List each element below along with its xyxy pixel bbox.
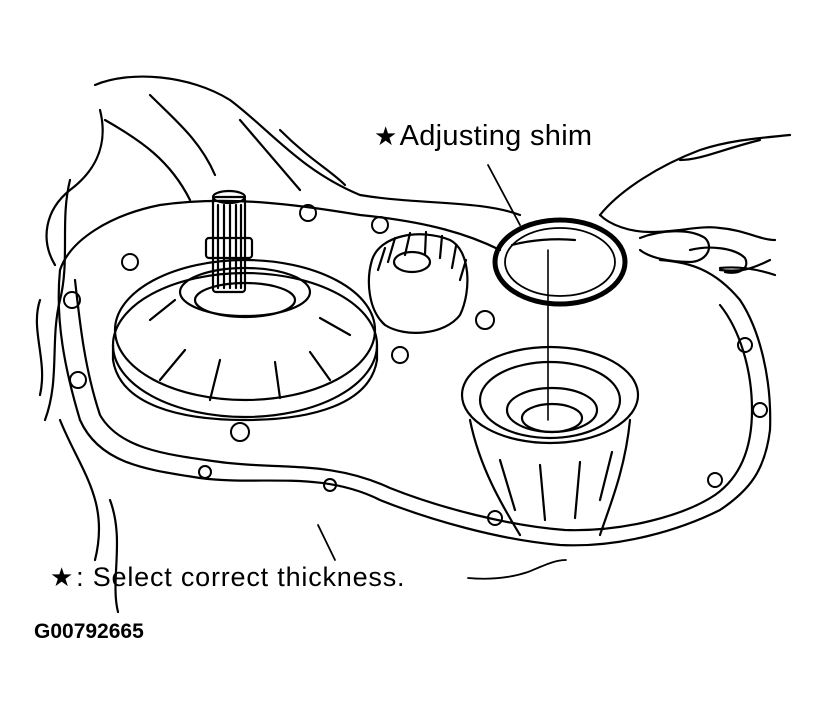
flange-bolts	[63, 204, 768, 526]
case-flange	[57, 199, 772, 547]
bearing-bore	[460, 345, 640, 537]
leader-lines	[317, 164, 567, 580]
star-icon: ★	[374, 121, 398, 151]
figure-id: G00792665	[34, 620, 144, 643]
input-shaft	[204, 189, 254, 294]
adjusting-shim-text: Adjusting shim	[399, 120, 593, 152]
bevel-gear	[367, 230, 469, 334]
adjusting-shim-callout: ★Adjusting shim	[374, 120, 592, 153]
star-icon: ★	[50, 562, 75, 592]
housing-outline	[35, 75, 772, 614]
adjusting-shim	[492, 217, 628, 421]
footnote-callout: ★: Select correct thickness.	[50, 562, 405, 593]
hand	[598, 133, 792, 277]
footnote-text: : Select correct thickness.	[76, 562, 406, 592]
